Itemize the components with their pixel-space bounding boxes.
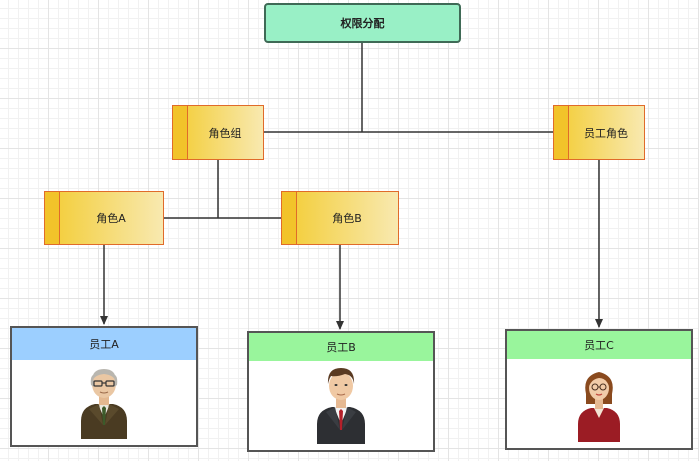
employee-role-node[interactable]: 员工角色 [553, 105, 645, 160]
woman-avatar-icon [578, 372, 620, 442]
employee-b-card[interactable]: 员工B [247, 331, 435, 452]
employee-c-header: 员工C [507, 331, 691, 359]
employee-b-name: 员工B [326, 341, 356, 354]
role-group-label: 角色组 [208, 126, 242, 140]
role-a-label: 角色A [96, 212, 126, 225]
role-b-side-bar [282, 192, 297, 244]
elderly-man-avatar-icon [81, 369, 127, 439]
employee-b-header: 员工B [249, 333, 433, 361]
employee-role-side-bar [554, 106, 569, 159]
permission-allocation-label: 权限分配 [340, 17, 385, 30]
role-b-node[interactable]: 角色B [281, 191, 399, 245]
role-a-side-bar [45, 192, 60, 244]
employee-a-header: 员工A [12, 328, 196, 360]
role-b-label: 角色B [332, 212, 362, 225]
employee-role-label: 员工角色 [584, 126, 628, 140]
man-avatar-icon [317, 368, 365, 444]
employee-c-card[interactable]: 员工C [505, 329, 693, 450]
role-group-side-bar [173, 106, 188, 159]
role-a-node[interactable]: 角色A [44, 191, 164, 245]
permission-allocation-node[interactable]: 权限分配 [264, 3, 461, 43]
employee-a-name: 员工A [89, 338, 119, 351]
role-group-node[interactable]: 角色组 [172, 105, 264, 160]
employee-c-name: 员工C [584, 339, 614, 352]
employee-a-card[interactable]: 员工A [10, 326, 198, 447]
